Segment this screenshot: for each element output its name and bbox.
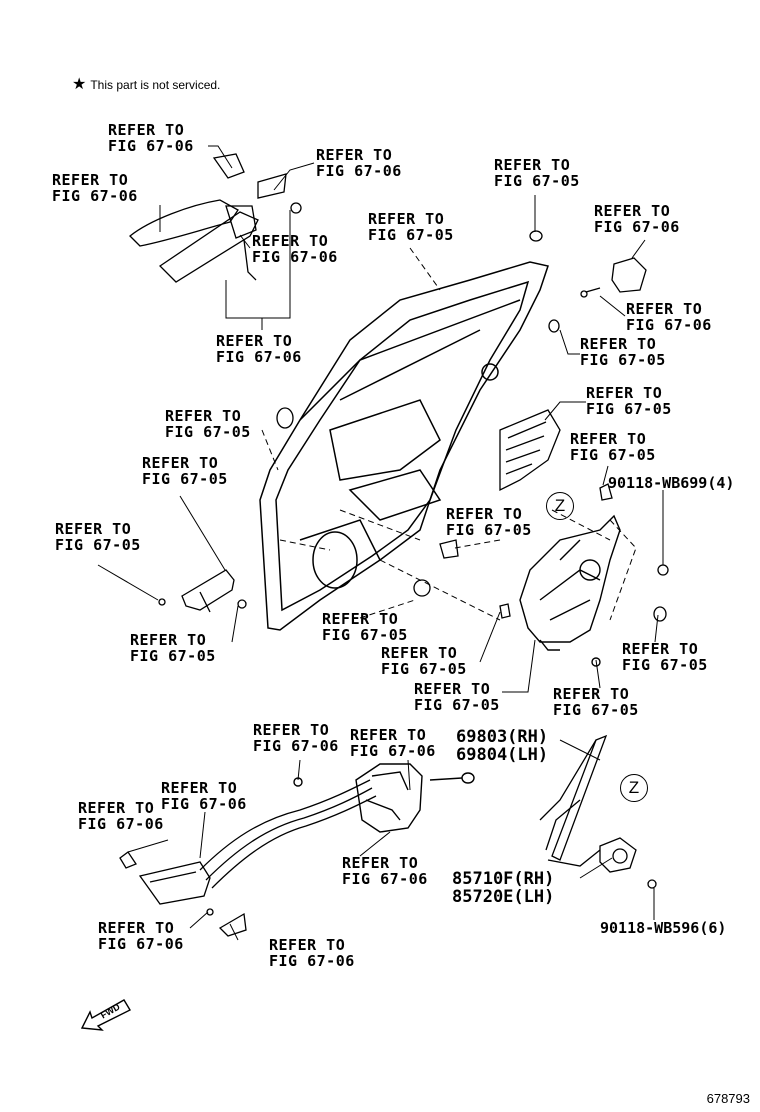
refer-label[interactable]: REFER TO FIG 67-05 <box>165 407 251 441</box>
star-icon: ★ <box>72 76 87 93</box>
refer-label[interactable]: REFER TO FIG 67-05 <box>381 644 467 678</box>
refer-label[interactable]: REFER TO FIG 67-05 <box>446 505 532 539</box>
window-regulator <box>539 734 608 867</box>
refer-label[interactable]: REFER TO FIG 67-06 <box>108 121 194 155</box>
refer-label[interactable]: REFER TO FIG 67-06 <box>316 146 402 180</box>
refer-label[interactable]: REFER TO FIG 67-06 <box>342 854 428 888</box>
note-text: This part is not serviced. <box>90 78 221 92</box>
refer-label[interactable]: REFER TO FIG 67-05 <box>130 631 216 665</box>
clips <box>276 230 669 622</box>
refer-label[interactable]: REFER TO FIG 67-06 <box>253 721 339 755</box>
forward-arrow-icon: FWD <box>78 994 138 1034</box>
refer-label[interactable]: REFER TO FIG 67-06 <box>98 919 184 953</box>
refer-label[interactable]: REFER TO FIG 67-05 <box>622 640 708 674</box>
refer-label[interactable]: REFER TO FIG 67-06 <box>78 799 164 833</box>
part-number-regulator[interactable]: 69803(RH) 69804(LH) <box>456 727 549 765</box>
door-module-carrier <box>519 514 621 667</box>
z-reference-marker: Z <box>546 492 574 520</box>
part-number-bolt-lower[interactable]: 90118-WB596(6) <box>600 919 727 937</box>
cable-assembly <box>119 779 377 905</box>
refer-label[interactable]: REFER TO FIG 67-05 <box>322 610 408 644</box>
handle-cover <box>206 908 247 937</box>
door-panel <box>259 261 549 631</box>
outside-handle-assembly <box>129 153 302 283</box>
refer-label[interactable]: REFER TO FIG 67-06 <box>52 171 138 205</box>
refer-label[interactable]: REFER TO FIG 67-05 <box>142 454 228 488</box>
refer-label[interactable]: REFER TO FIG 67-05 <box>55 520 141 554</box>
hinge <box>580 257 647 298</box>
refer-label[interactable]: REFER TO FIG 67-05 <box>570 430 656 464</box>
z-reference-marker: Z <box>620 774 648 802</box>
refer-label[interactable]: REFER TO FIG 67-06 <box>252 232 338 266</box>
figure-id: 678793 <box>706 1091 750 1106</box>
refer-label[interactable]: REFER TO FIG 67-06 <box>216 332 302 366</box>
refer-label[interactable]: REFER TO FIG 67-06 <box>161 779 247 813</box>
refer-label[interactable]: REFER TO FIG 67-05 <box>586 384 672 418</box>
refer-label[interactable]: REFER TO FIG 67-05 <box>368 210 454 244</box>
refer-label[interactable]: REFER TO FIG 67-05 <box>580 335 666 369</box>
door-lock <box>293 763 475 833</box>
part-number-motor[interactable]: 85710F(RH) 85720E(LH) <box>452 869 555 907</box>
refer-label[interactable]: REFER TO FIG 67-06 <box>350 726 436 760</box>
refer-label[interactable]: REFER TO FIG 67-06 <box>594 202 680 236</box>
regulator-motor <box>599 837 657 889</box>
not-serviced-note: ★This part is not serviced. <box>72 74 220 94</box>
leader-lines <box>97 145 664 941</box>
refer-label[interactable]: REFER TO FIG 67-05 <box>553 685 639 719</box>
door-check <box>158 569 247 613</box>
part-number-bolt-upper[interactable]: 90118-WB699(4) <box>608 474 735 492</box>
refer-label[interactable]: REFER TO FIG 67-06 <box>269 936 355 970</box>
refer-label[interactable]: REFER TO FIG 67-05 <box>414 680 500 714</box>
refer-label[interactable]: REFER TO FIG 67-05 <box>494 156 580 190</box>
service-hole-cover <box>499 409 561 492</box>
refer-label[interactable]: REFER TO FIG 67-06 <box>626 300 712 334</box>
dashed-guides <box>279 509 637 621</box>
